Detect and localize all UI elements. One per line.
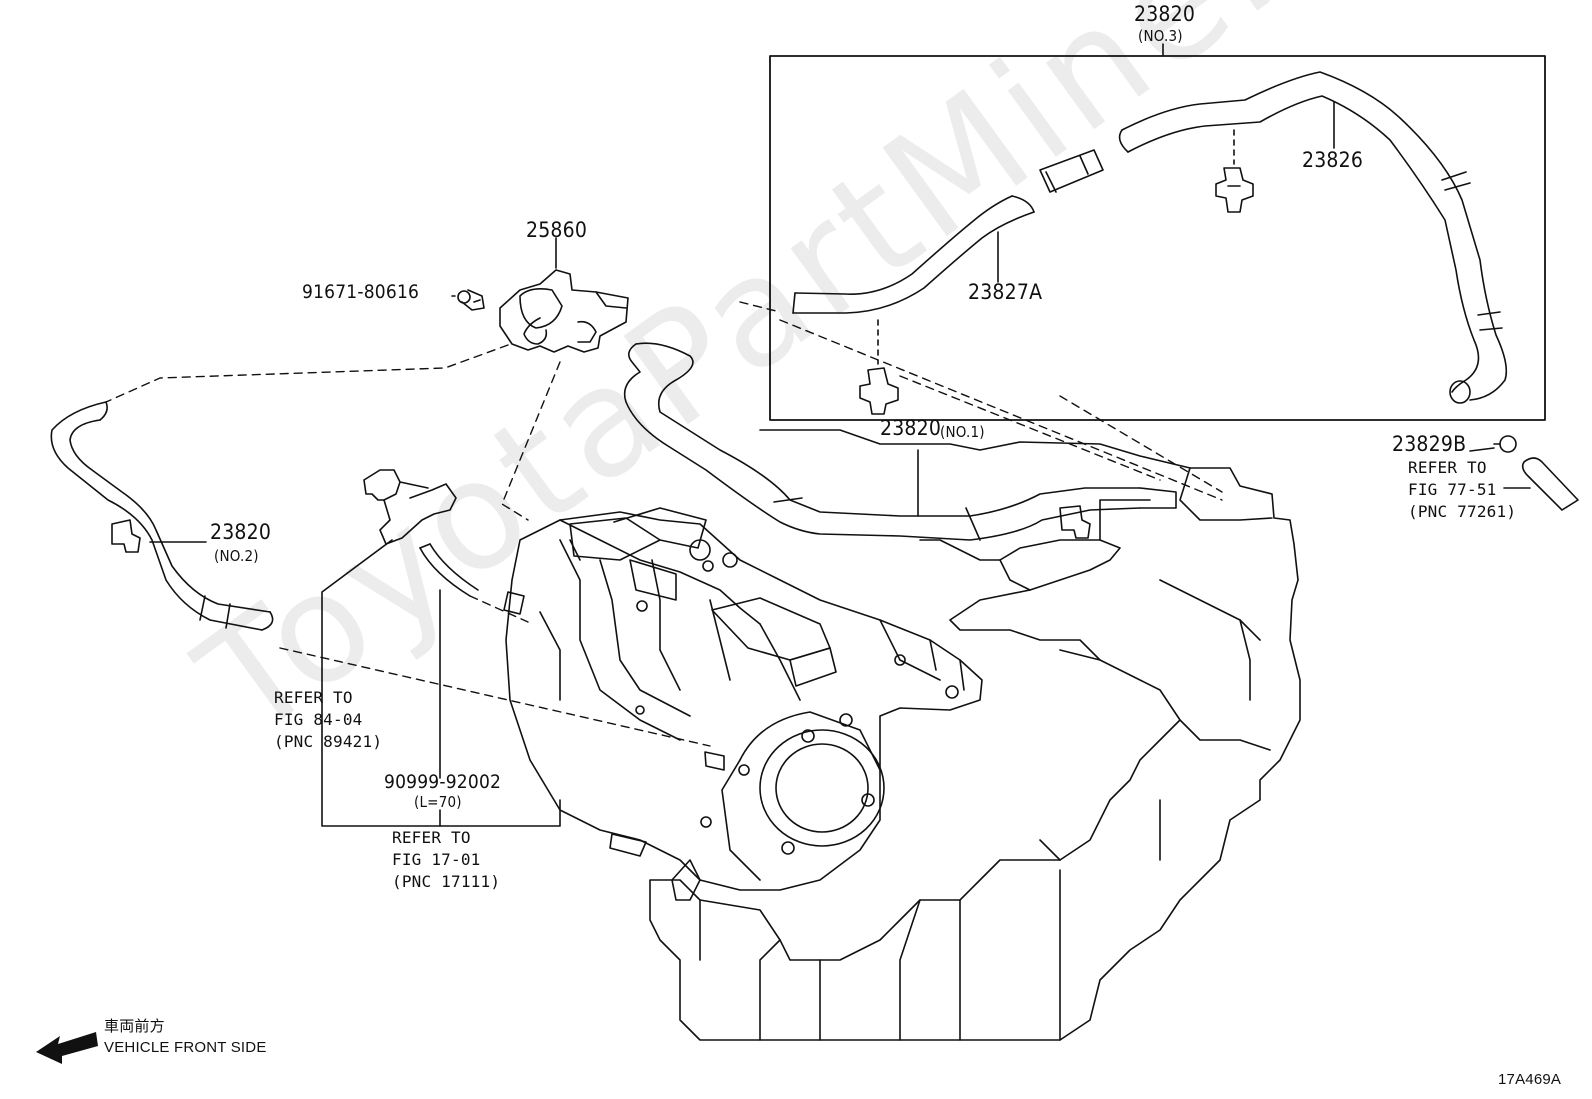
sensor-89421 (363, 469, 457, 545)
refer-77-line1: REFER TO (1408, 458, 1487, 477)
label-23820-no2[interactable]: 23820 (210, 520, 272, 544)
label-23827a[interactable]: 23827A (968, 280, 1043, 304)
engine-block (649, 429, 1301, 1041)
hose-23826 (1118, 71, 1508, 404)
clip-no2 (111, 519, 141, 553)
intake-manifold (503, 507, 983, 901)
bolt-91671 (457, 289, 485, 311)
hose-23827a (792, 195, 1035, 314)
label-23826[interactable]: 23826 (1302, 148, 1364, 172)
refer-77-line2[interactable]: FIG 77-51 (1408, 480, 1497, 499)
refer-84-line2[interactable]: FIG 84-04 (274, 710, 363, 729)
clip-no1 (1059, 505, 1091, 539)
hose-joint (1039, 149, 1104, 193)
label-no2: (NO.2) (214, 547, 259, 565)
hose-23820-no1 (623, 342, 1177, 541)
refer-17-line2[interactable]: FIG 17-01 (392, 850, 481, 869)
hose-no3-box (769, 55, 1546, 421)
clip-upper (1215, 167, 1254, 213)
clip-lower (859, 367, 899, 415)
hose-90999 (419, 543, 479, 597)
hose-23820-no2 (50, 401, 274, 631)
refer-84-line1: REFER TO (274, 688, 353, 707)
hose-stub-right (1521, 457, 1579, 511)
refer-84-line3: (PNC 89421) (274, 732, 383, 751)
clamp-23829b (1493, 435, 1517, 453)
label-l70: (L=70) (414, 793, 462, 811)
label-no3: (NO.3) (1138, 27, 1183, 45)
label-23820-no1[interactable]: 23820 (880, 416, 942, 440)
label-23829b[interactable]: 23829B (1392, 432, 1467, 456)
figure-code: 17A469A (1498, 1071, 1562, 1088)
leader-lines (105, 301, 1223, 747)
label-23820-no3[interactable]: 23820 (1134, 2, 1196, 26)
refer-17-line3: (PNC 17111) (392, 872, 501, 891)
front-label-en: VEHICLE FRONT SIDE (104, 1039, 267, 1056)
label-91671-80616[interactable]: 91671-80616 (302, 281, 420, 303)
vsv-25860 (499, 269, 629, 353)
label-no1: (NO.1) (940, 423, 985, 441)
front-arrow-icon (36, 1032, 98, 1064)
front-label-jp: 車両前方 (104, 1017, 165, 1035)
refer-77-line3: (PNC 77261) (1408, 502, 1517, 521)
refer-17-line1: REFER TO (392, 828, 471, 847)
label-25860[interactable]: 25860 (526, 218, 588, 242)
label-90999-92002[interactable]: 90999-92002 (384, 771, 502, 793)
